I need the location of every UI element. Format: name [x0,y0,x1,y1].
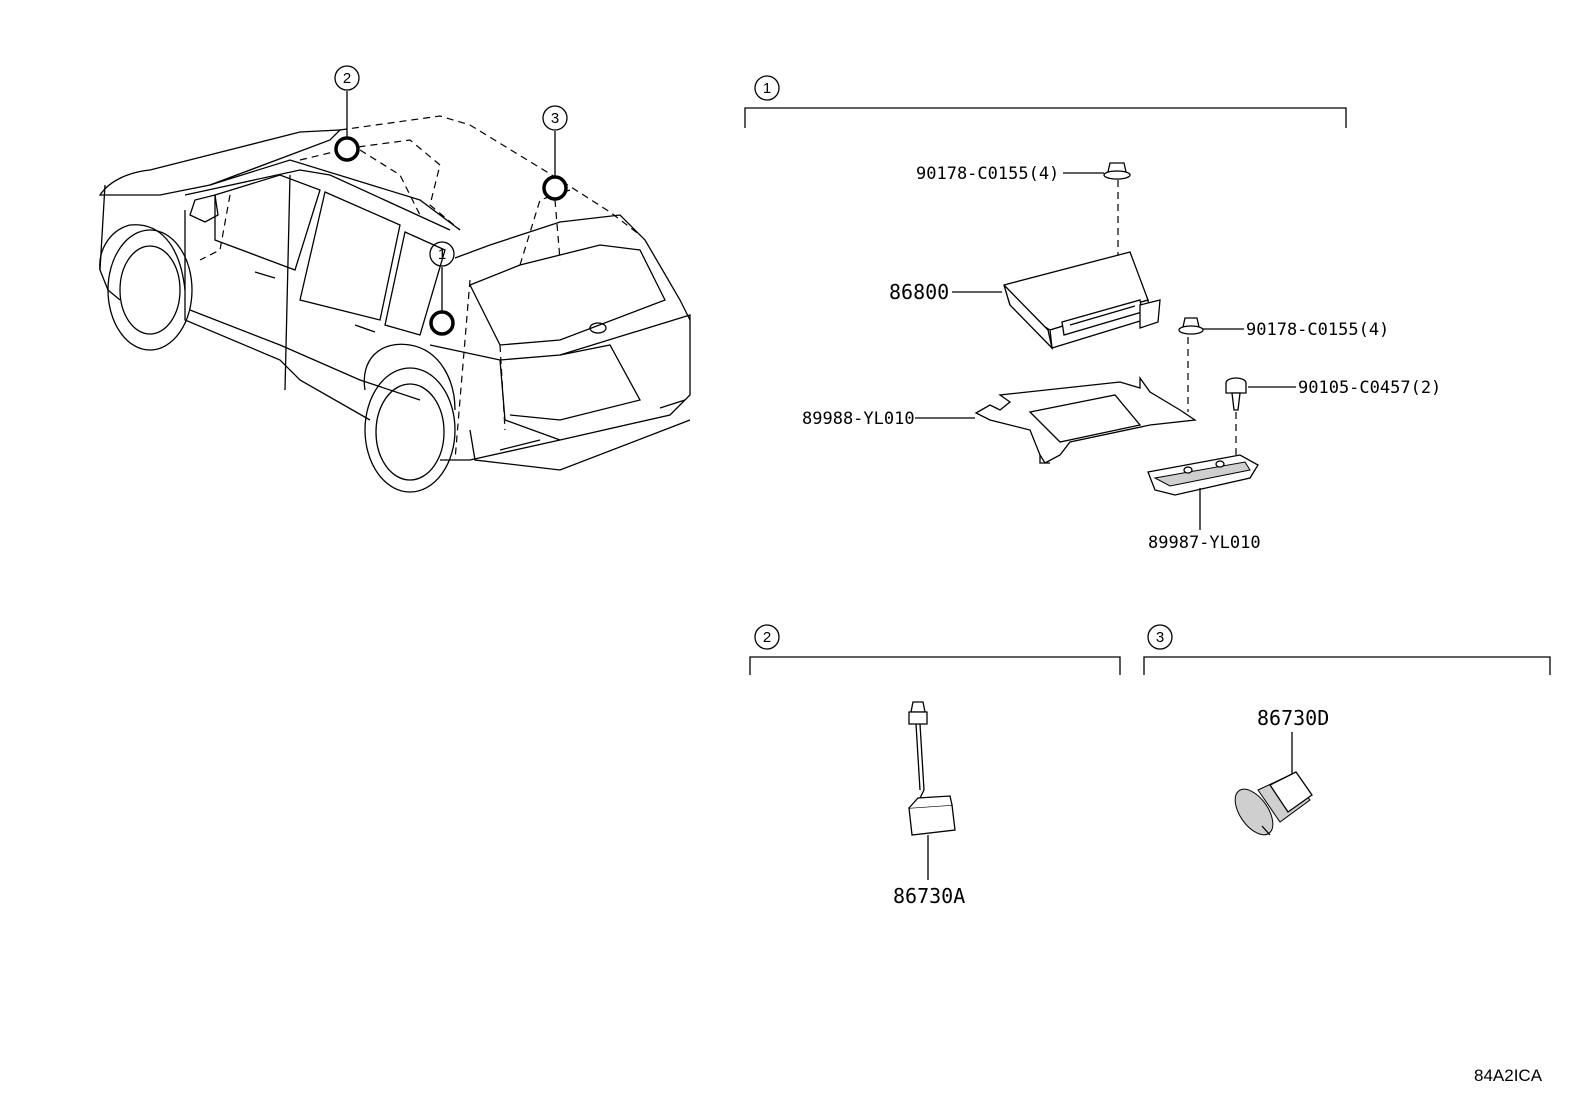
bracket-small-icon [1147,454,1259,496]
group-3-callout: 3 [1156,629,1164,646]
location-marker-2 [334,136,360,162]
callout-car-3: 3 [551,110,559,127]
group-1-callout: 1 [763,80,771,97]
bracket-large-icon [974,375,1197,464]
label-sensor-d: 86730D [1257,706,1329,730]
diagram-code: 84A2ICA [1474,1066,1543,1085]
callout-circle-3 [542,105,568,131]
group-2: 2 86730A [749,624,1121,908]
callout-car-1: 1 [438,246,446,263]
callout-circle-2 [334,65,360,91]
label-bracket-small: 89987-YL010 [1148,533,1261,553]
label-ecu: 86800 [889,280,949,304]
bolt-upper-icon [1103,162,1131,180]
label-bolt-upper: 90178-C0155(4) [916,164,1059,184]
label-bracket-large: 89988-YL010 [802,409,915,429]
location-marker-1 [429,310,455,336]
group-3: 3 86730D [1143,624,1551,836]
location-marker-3 [542,175,568,201]
label-bolt-mid: 90178-C0155(4) [1246,320,1389,340]
callout-circle-1 [429,241,455,267]
group-1: 1 90178-C0155(4) 86800 90178-C0155(4) [744,75,1441,553]
screw-icon [1225,377,1247,411]
sensor-d-icon [1234,771,1313,836]
callout-car-2: 2 [343,70,351,87]
bolt-mid-icon [1178,317,1204,335]
label-screw: 90105-C0457(2) [1298,378,1441,398]
vehicle-illustration: 2 3 1 [98,65,691,493]
sensor-a-icon [908,701,956,836]
label-sensor-a: 86730A [893,884,965,908]
ecu-module-icon [1003,251,1161,351]
group-2-callout: 2 [763,629,771,646]
